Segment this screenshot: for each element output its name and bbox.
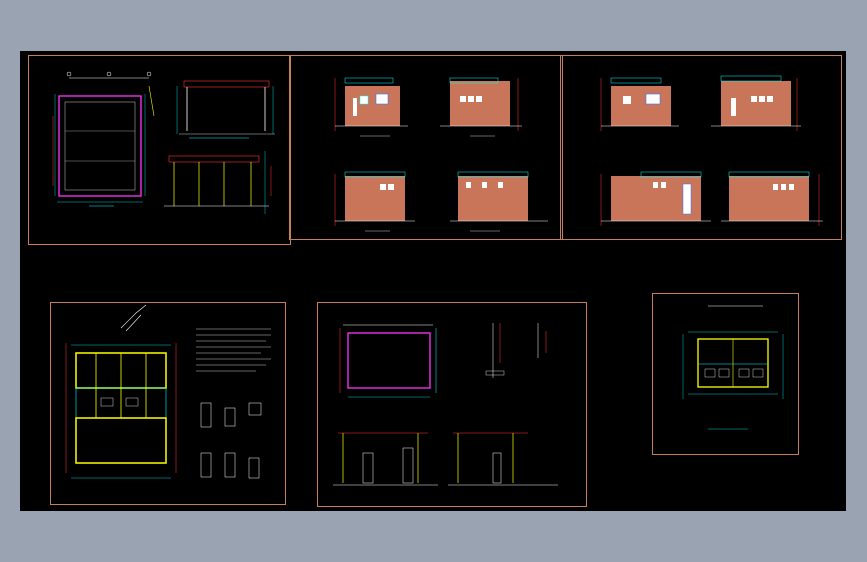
floor-plan: [65, 304, 177, 479]
door-window-schedule: [200, 402, 262, 479]
elevation-right: [450, 171, 548, 232]
drawing-sheet-1[interactable]: [28, 55, 291, 245]
sheet-3-graphics: [600, 75, 823, 226]
drawing-sheet-6[interactable]: [652, 293, 799, 455]
elevation-rear-b: [711, 75, 801, 131]
sheet-2-graphics: [334, 77, 548, 232]
roof-plan: [52, 71, 155, 207]
design-notes: [196, 328, 271, 372]
sections-b: [333, 432, 558, 486]
roof-plan-b: [339, 324, 437, 398]
drawing-sheet-5[interactable]: [317, 302, 587, 507]
elevation-rear: [440, 77, 522, 137]
elevation-view: [164, 151, 272, 214]
sheet-6-graphics: [682, 305, 784, 430]
elevation-left-b: [600, 171, 711, 226]
elevation-front-b: [600, 77, 679, 131]
sheet-4-graphics: [65, 304, 271, 479]
drawing-sheet-4[interactable]: [50, 302, 286, 505]
details: [485, 323, 547, 378]
sheet-5-graphics: [333, 323, 558, 486]
cad-model-space[interactable]: [20, 51, 846, 511]
elevation-left: [334, 171, 415, 232]
floor-plan-small: [682, 305, 784, 430]
drawing-sheet-2[interactable]: [289, 55, 563, 240]
drawing-sheet-3[interactable]: [560, 55, 842, 240]
section-view: [176, 80, 275, 139]
sheet-1-graphics: [52, 71, 275, 214]
elevation-front: [334, 77, 408, 137]
elevation-right-b: [721, 171, 823, 226]
